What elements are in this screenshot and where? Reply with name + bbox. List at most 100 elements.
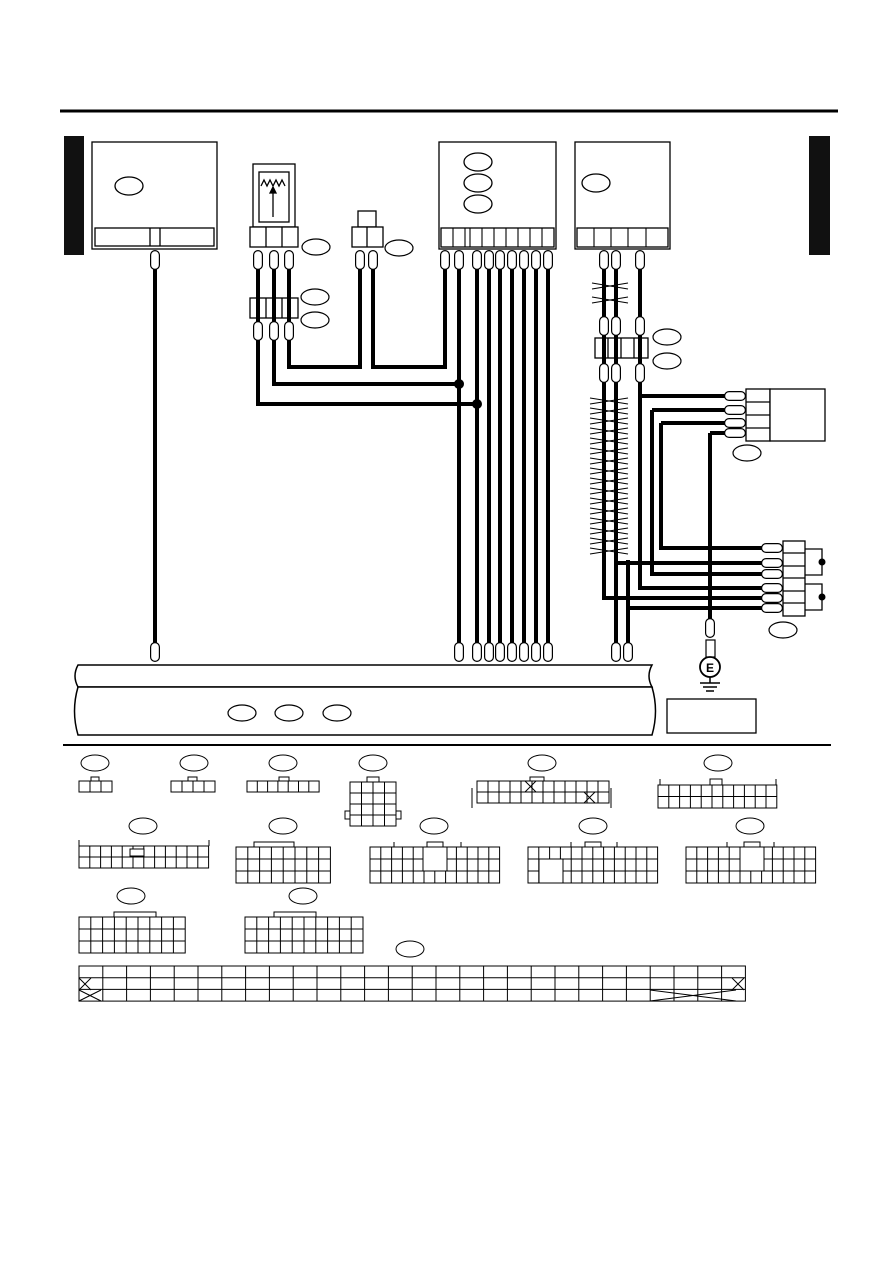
pin-terminal — [368, 250, 378, 270]
twist-marks-lower — [589, 397, 629, 555]
sensor-connector-callout — [301, 238, 331, 256]
pin-terminal — [611, 250, 621, 270]
pin-terminal — [355, 250, 365, 270]
intermediate-callout-a — [300, 288, 330, 306]
pin-terminal — [253, 250, 263, 270]
connector-view-ecm — [78, 965, 746, 1002]
connector-callout — [179, 754, 209, 772]
ground-letter: E — [706, 661, 714, 675]
pin-terminal — [635, 363, 645, 383]
pin-terminal — [519, 250, 529, 270]
pin-terminal — [611, 316, 621, 336]
wire-3 — [272, 260, 459, 386]
pin-terminal — [269, 250, 279, 270]
pin-terminal — [543, 642, 553, 662]
ground-location-box — [666, 698, 757, 734]
connector-callout — [578, 817, 608, 835]
pin-terminal — [724, 428, 746, 438]
twist-marks-upper — [591, 282, 629, 304]
six-pin-connector — [782, 540, 823, 617]
pin-terminals — [150, 250, 783, 685]
connector-callout — [358, 754, 388, 772]
connector-views — [78, 754, 817, 1002]
pin-terminal — [454, 642, 464, 662]
pin-terminal — [531, 250, 541, 270]
lock-tab — [90, 776, 100, 782]
lower-harness — [73, 664, 657, 736]
connector-view-16pin — [349, 781, 397, 827]
connector-view-3pin — [78, 780, 113, 793]
ground-symbol: E — [699, 639, 721, 692]
connector-callout — [116, 887, 146, 905]
control-module-center — [438, 141, 557, 250]
wire-19 — [650, 410, 762, 576]
pin-terminal — [761, 593, 783, 603]
pin-terminal — [761, 558, 783, 568]
pin-terminal — [284, 321, 294, 341]
connector-callout — [268, 817, 298, 835]
connector-view-22pin — [657, 784, 778, 809]
jumper-dot-lower — [818, 593, 826, 601]
connector-callout — [703, 754, 733, 772]
right-inline-connector — [594, 337, 649, 359]
pin-terminal — [519, 642, 529, 662]
intermediate-callout-b — [300, 311, 330, 329]
connector-view-7pin — [246, 780, 320, 793]
pin-terminal — [269, 321, 279, 341]
splice-dot-2 — [472, 399, 482, 409]
connector-callout — [395, 940, 425, 958]
pin-terminal — [761, 543, 783, 553]
connector-view-24pin-b — [78, 845, 210, 869]
lock-tab — [709, 778, 723, 786]
right-side-bar — [809, 136, 830, 255]
pin-terminal — [507, 250, 517, 270]
center-module-pin-dividers — [452, 228, 543, 247]
pin-terminal — [705, 618, 715, 638]
pin-terminal — [623, 642, 633, 662]
splice-dot-1 — [454, 379, 464, 389]
pin-terminal — [284, 250, 294, 270]
pin-terminal — [484, 642, 494, 662]
wire-16 — [638, 260, 728, 398]
pin-terminal — [472, 250, 482, 270]
control-module-left — [91, 141, 218, 250]
wire-2 — [256, 260, 477, 406]
wire-18 — [638, 382, 762, 590]
pin-terminal — [507, 642, 517, 662]
two-pin-callout — [384, 239, 414, 257]
connector-callout — [527, 754, 557, 772]
left-side-bar — [64, 136, 84, 255]
connector-view-30pin — [244, 916, 364, 954]
pin-terminal — [724, 418, 746, 428]
pin-terminal — [599, 316, 609, 336]
lock-tab — [529, 776, 545, 782]
pin-terminal — [150, 642, 160, 662]
jumper-dot-upper — [818, 558, 826, 566]
pin-terminal — [472, 642, 482, 662]
pin-terminal — [635, 250, 645, 270]
harness-callouts — [227, 704, 352, 722]
twisted-routing — [652, 408, 728, 435]
connector-view-24pin-c — [235, 846, 331, 884]
right-inline-callout-a — [652, 328, 682, 346]
connector-callout — [268, 754, 298, 772]
sensor-unit — [249, 163, 299, 248]
relay-callout — [732, 444, 762, 462]
wire-20 — [659, 423, 762, 550]
relay-connector — [745, 388, 826, 442]
pin-terminal — [531, 642, 541, 662]
connector-view-24pin — [476, 780, 610, 804]
two-pin-part — [351, 210, 384, 248]
pin-terminal — [440, 250, 450, 270]
wire-5 — [371, 260, 447, 369]
pin-terminal — [150, 250, 160, 270]
pin-terminal — [635, 316, 645, 336]
connector-callout — [80, 754, 110, 772]
lock-tab — [366, 776, 380, 783]
connector-callout — [735, 817, 765, 835]
connector-view-4pin — [170, 780, 216, 793]
pin-terminal — [724, 391, 746, 401]
pin-terminal — [454, 250, 464, 270]
pin-terminal — [484, 250, 494, 270]
